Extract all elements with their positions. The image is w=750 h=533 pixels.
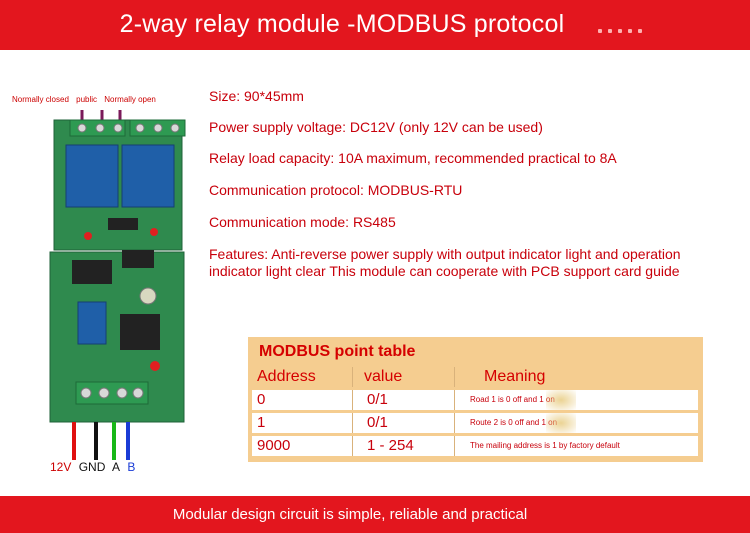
pin-label-normally-open: Normally open: [104, 95, 156, 104]
row-meaning: The mailing address is 1 by factory defa…: [470, 441, 620, 450]
spec-comm-mode: Communication mode: RS485: [209, 214, 396, 230]
pin-label-public: public: [76, 95, 98, 104]
capacitor: [139, 287, 157, 305]
page-title: 2-way relay module -MODBUS protocol: [119, 10, 565, 38]
top-banner: 2-way relay module -MODBUS protocol: [0, 0, 750, 50]
relay-board-illustration: [49, 110, 186, 435]
row-meaning: Route 2 is 0 off and 1 on: [470, 418, 558, 427]
table-header-row: Address value Meaning: [252, 367, 698, 387]
table-row: 9000 1 - 254 The mailing address is 1 by…: [252, 436, 698, 456]
table-row: 1 0/1 Route 2 is 0 off and 1 on: [252, 413, 698, 433]
row-value: 0/1: [367, 391, 388, 408]
bottom-banner: Modular design circuit is simple, reliab…: [0, 496, 750, 533]
wire-label-12v: 12V: [50, 460, 72, 474]
relay-1: [65, 144, 119, 208]
row-value: 1 - 254: [367, 437, 414, 454]
spec-protocol: Communication protocol: MODBUS-RTU: [209, 182, 463, 198]
relay-2: [121, 144, 175, 208]
wire-labels: 12V GND A B: [50, 460, 139, 474]
inductor: [120, 314, 160, 350]
led-1: [84, 232, 92, 240]
table-title: MODBUS point table: [259, 343, 416, 360]
wire-label-b: B: [127, 460, 136, 474]
chip-1: [108, 218, 138, 230]
header-value: value: [364, 368, 403, 385]
footer-caption: Modular design circuit is simple, reliab…: [172, 506, 528, 523]
blue-module: [77, 301, 107, 345]
row-address: 0: [257, 391, 266, 408]
row-address: 1: [257, 414, 266, 431]
row-meaning: Road 1 is 0 off and 1 on: [470, 395, 555, 404]
led-2: [150, 228, 158, 236]
chip-rs485: [72, 260, 112, 284]
header-address: Address: [257, 368, 316, 385]
wire-label-a: A: [112, 460, 121, 474]
watermark-dots: [598, 20, 658, 33]
relay-module-image: [30, 110, 190, 435]
input-wires: [72, 425, 130, 460]
row-address: 9000: [257, 437, 291, 454]
row-value: 0/1: [367, 414, 388, 431]
spec-features: Features: Anti-reverse power supply with…: [209, 246, 681, 279]
header-meaning: Meaning: [484, 368, 546, 385]
spec-size: Size: 90*45mm: [209, 88, 304, 104]
led-3: [150, 361, 160, 371]
input-terminal: [75, 381, 149, 405]
table-row: 0 0/1 Road 1 is 0 off and 1 on: [252, 390, 698, 410]
relay-pin-labels: Normally closed public Normally open: [12, 95, 161, 104]
wire-label-gnd: GND: [78, 460, 106, 474]
spec-power-supply: Power supply voltage: DC12V (only 12V ca…: [209, 119, 543, 135]
modbus-point-table: MODBUS point table Address value Meaning…: [248, 337, 703, 462]
spec-load-capacity: Relay load capacity: 10A maximum, recomm…: [209, 150, 617, 166]
chip-2: [122, 250, 154, 268]
pin-label-normally-closed: Normally closed: [12, 95, 69, 104]
